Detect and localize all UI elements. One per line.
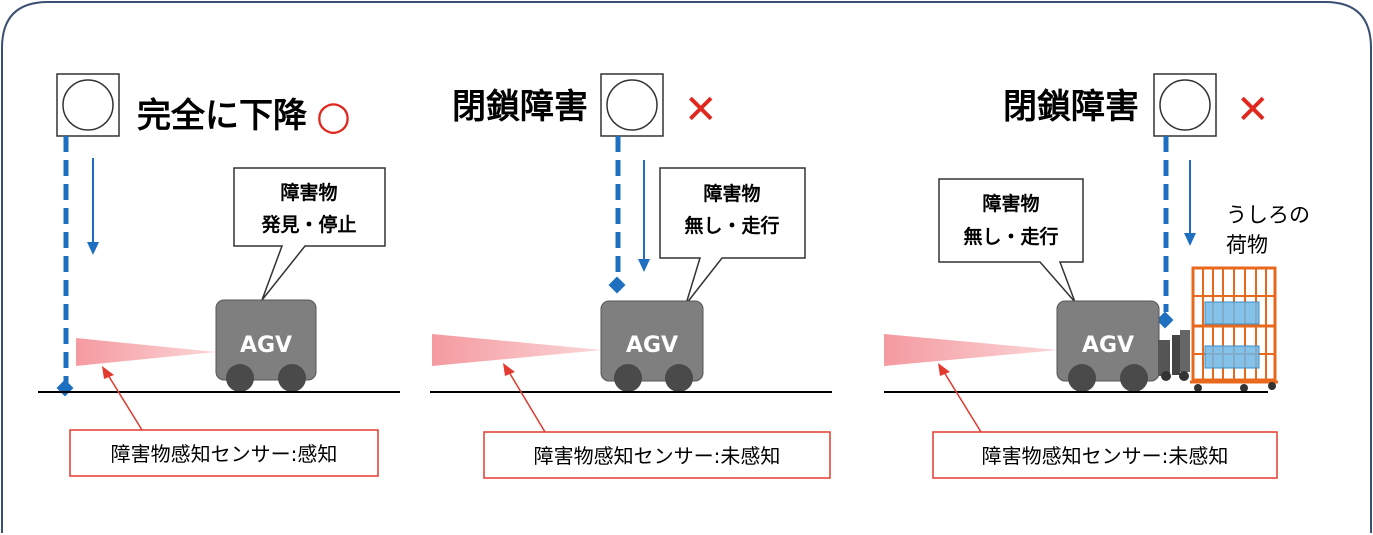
sensor-status-box [932, 431, 1278, 479]
cargo-label-line-1: うしろの [1226, 203, 1310, 227]
descent-arrow [638, 160, 650, 272]
shutter-bottom-marker [56, 379, 74, 397]
sensor-status-label: 障害物感知センサー:未感知 [982, 444, 1229, 468]
agv-label: AGV [240, 333, 292, 358]
bubble-line-1: 障害物 [703, 182, 760, 205]
result-ok-mark: ○ [316, 93, 351, 139]
cargo-label-line-2: 荷物 [1226, 233, 1268, 257]
roll-cage-cart-icon [1190, 266, 1278, 392]
sensor-beam [432, 334, 602, 366]
panel-3: 閉鎖障害 ✕ 障害物 無し・走行 うしろの 荷物 AGV [884, 73, 1310, 479]
callout-arrow [102, 366, 143, 431]
result-ng-mark: ✕ [684, 87, 718, 133]
sensor-status-label: 障害物感知センサー:未感知 [534, 444, 781, 468]
bubble-line-1: 障害物 [280, 181, 337, 204]
sensor-status-box [483, 431, 831, 479]
agv-vehicle: AGV [1056, 300, 1160, 392]
panel-3-heading: 閉鎖障害 [1003, 87, 1139, 127]
sensor-beam [884, 334, 1058, 366]
descent-arrow [87, 158, 99, 255]
bubble-line-1: 障害物 [982, 192, 1039, 215]
bubble-line-2: 発見・停止 [260, 213, 356, 236]
hand-truck-icon [1158, 330, 1190, 381]
result-ng-mark: ✕ [1236, 87, 1270, 133]
panel-1: 完全に下降 ○ 障害物 発見・停止 AGV [38, 73, 400, 477]
photo-sensor-icon [600, 73, 664, 137]
callout-arrow [938, 363, 982, 433]
speech-bubble: 障害物 無し・走行 [938, 178, 1084, 303]
panel-1-heading: 完全に下降 [137, 96, 308, 136]
panel-2-heading: 閉鎖障害 [452, 87, 588, 127]
photo-sensor-icon [1153, 73, 1217, 137]
speech-bubble: 障害物 無し・走行 [659, 167, 806, 305]
bubble-line-2: 無し・走行 [963, 225, 1058, 248]
agv-label: AGV [1082, 333, 1134, 358]
sensor-status-label: 障害物感知センサー:感知 [111, 442, 338, 466]
agv-label: AGV [626, 333, 678, 358]
sensor-beam [76, 338, 216, 366]
bubble-line-2: 無し・走行 [684, 214, 779, 237]
photo-sensor-icon [56, 73, 120, 137]
speech-bubble: 障害物 発見・停止 [233, 167, 386, 301]
panel-2: 閉鎖障害 ✕ 障害物 無し・走行 AGV 障害 [430, 73, 832, 479]
shutter-bottom-marker [608, 276, 626, 294]
callout-arrow [503, 363, 546, 433]
agv-vehicle: AGV [600, 300, 704, 392]
agv-vehicle: AGV [215, 299, 317, 392]
descent-arrow [1184, 160, 1196, 246]
sensor-status-box [69, 429, 379, 477]
